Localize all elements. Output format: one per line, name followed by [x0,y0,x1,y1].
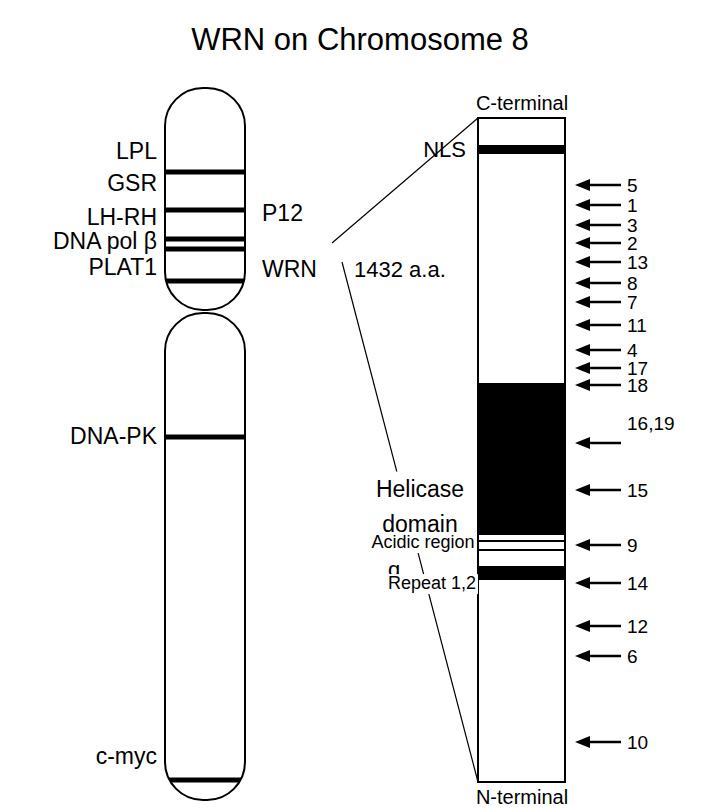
gene-label: LH-RH [87,205,157,230]
domain-label: Acidic region [369,533,476,553]
terminus-label: C-terminal [476,92,568,114]
domain-label: Helicase domain [363,472,477,541]
callout-number: 14 [627,574,648,593]
callout-number: 1 [627,196,638,215]
callout-number: 9 [627,536,638,555]
gene-label: WRN [262,257,317,282]
callout-number: 5 [627,176,638,195]
gene-label: PLAT1 [88,255,157,280]
callout-number: 11 [627,316,647,335]
zoom-lines [332,118,478,782]
callout-number: 13 [627,253,648,272]
callout-number: 7 [627,293,638,312]
gene-label: DNA pol β [53,229,157,254]
gene-label: LPL [116,139,157,164]
callout-number: 4 [627,341,638,360]
band-label: P12 [262,201,303,226]
callout-number: 2 [627,234,638,253]
chromosome [165,88,245,800]
length-label: 1432 a.a. [354,258,446,282]
mutation-arrows [575,179,621,748]
gene-label: GSR [107,171,157,196]
callout-number: 15 [627,481,648,500]
callout-number: 8 [627,274,638,293]
callout-number: 12 [627,617,648,636]
callout-number: 16,19 [627,414,675,433]
domain-label: NLS [423,138,466,162]
callout-number: 3 [627,216,638,235]
callout-number: 10 [627,733,648,752]
callout-number: 6 [627,647,638,666]
gene-label: DNA-PK [70,424,157,449]
terminus-label: N-terminal [476,786,568,808]
callout-number: 18 [627,376,648,395]
protein-bar [478,118,565,782]
domain-label: Repeat 1,2 [386,574,478,594]
title: WRN on Chromosome 8 [191,23,529,57]
gene-label: c-myc [96,744,157,769]
